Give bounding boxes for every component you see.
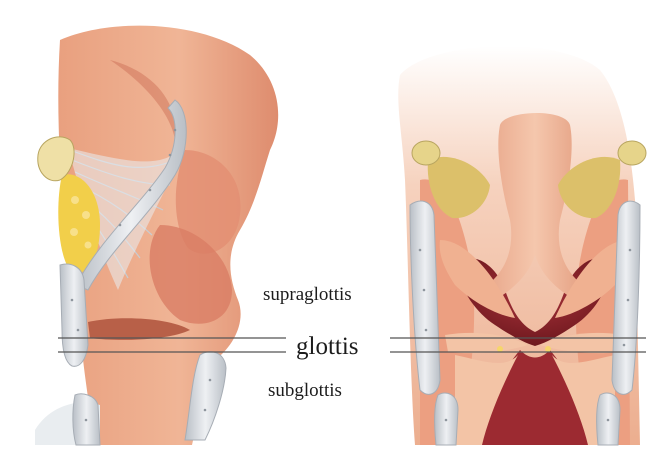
arytenoid-glint-left	[497, 346, 503, 352]
hyoid-right	[618, 141, 646, 165]
sagittal-section	[35, 26, 278, 445]
supraglottis-label: supraglottis	[263, 284, 352, 306]
hyoid-left	[412, 141, 440, 165]
thyroid-cartilage	[60, 264, 88, 366]
subglottis-label: subglottis	[268, 380, 342, 402]
arytenoid-glint-right	[545, 346, 551, 352]
glottis-label: glottis	[296, 333, 359, 361]
coronal-section	[398, 46, 646, 445]
